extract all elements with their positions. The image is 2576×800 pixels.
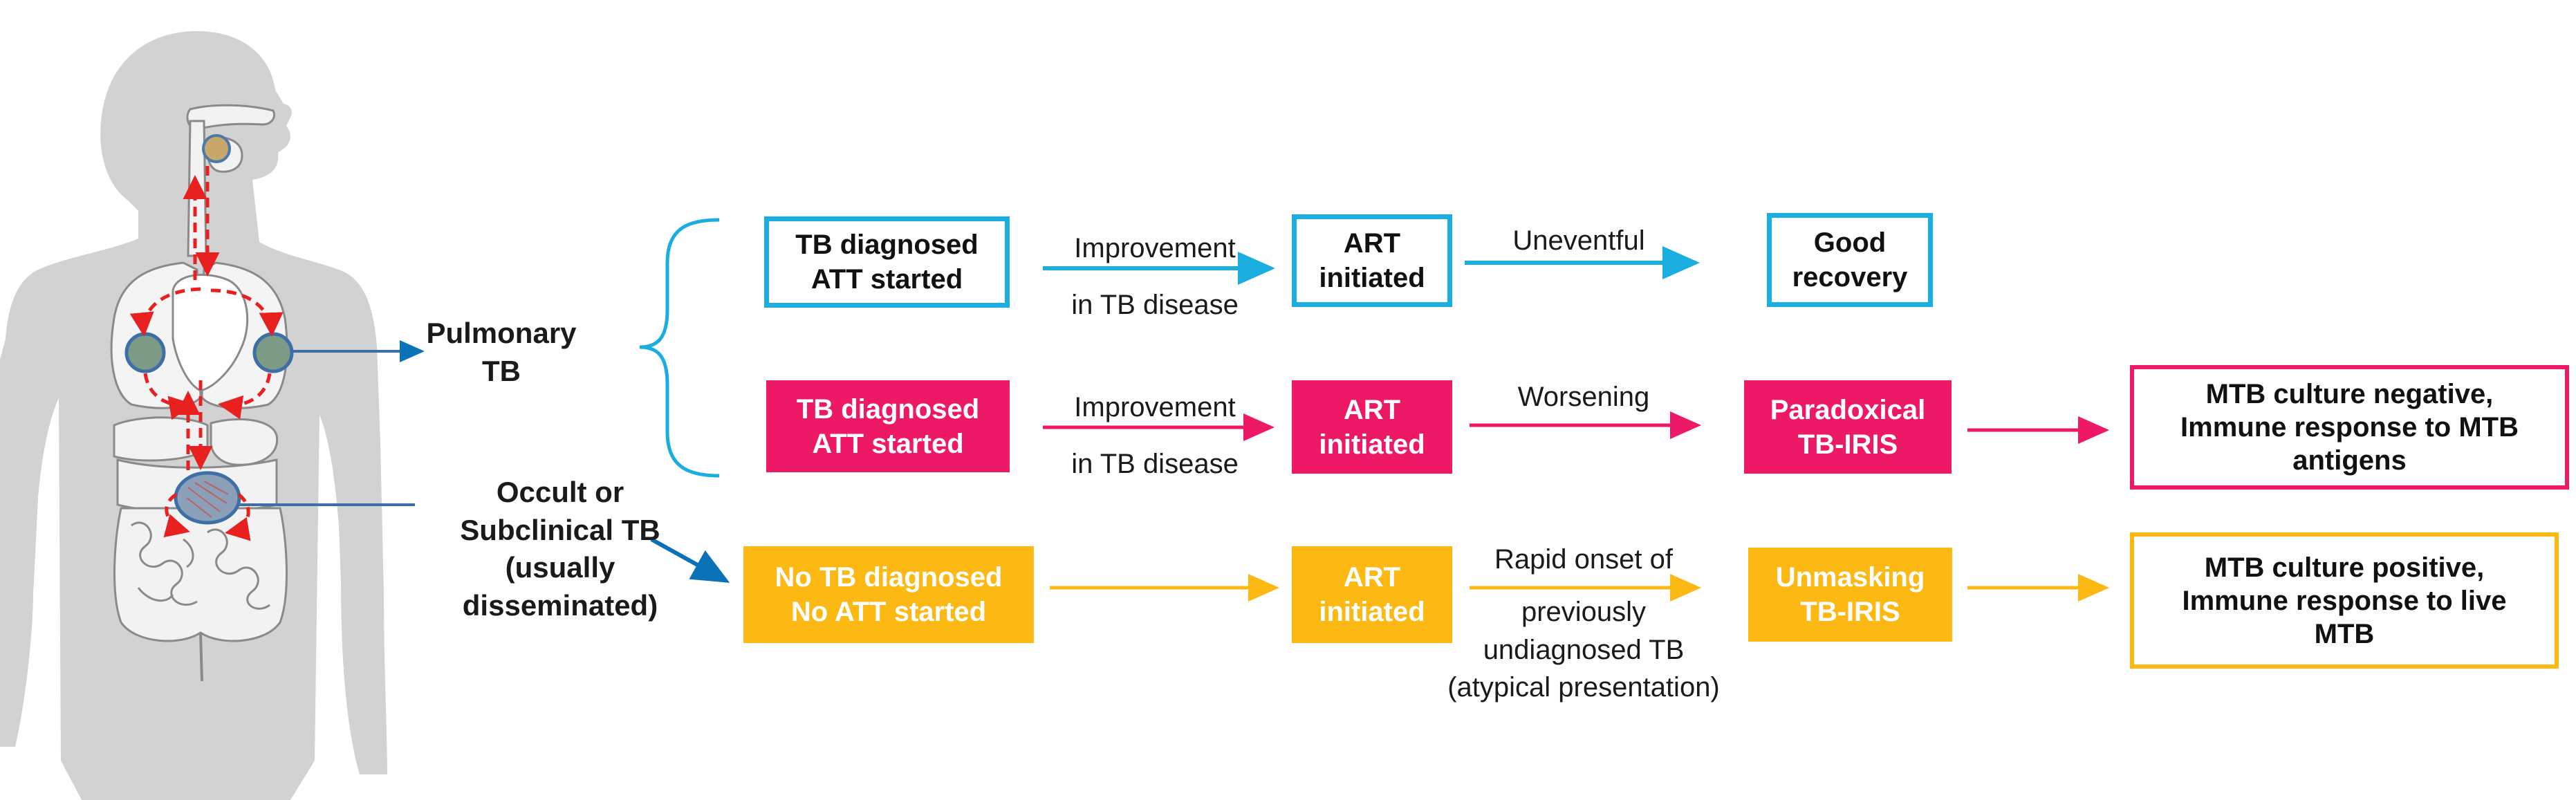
pulmonary-line-1: Pulmonary [426,317,577,349]
pink-outcome-line-1: MTB culture negative, [2205,379,2494,409]
pink-arrow-1-line-1: Improvement [1074,392,1236,422]
blue-start-line-2: ATT started [810,264,963,295]
dissemination-arc-left [129,287,201,337]
pulmonary-tb-label: Pulmonary TB [415,315,588,390]
blue-arrow-1-label: Improvement in TB disease [1037,220,1272,333]
blue-art-line-2: initiated [1319,263,1425,293]
blue-arrow-2-line-1: Uneventful [1512,225,1645,256]
yellow-outcome-box: MTB culture positive, Immune response to… [2130,532,2559,669]
blue-arrow-1-line-1: Improvement [1074,233,1236,263]
abdominal-lesion [174,471,241,525]
yellow-art-line-1: ART [1343,562,1401,593]
pink-art-box: ART initiated [1292,380,1452,474]
occult-to-yellow-arrow [650,537,730,583]
occult-line-3: (usually disseminated) [462,551,658,622]
yellow-iris-line-1: Unmasking [1775,562,1925,593]
pink-arrow-2-label: Worsening [1466,379,1701,415]
yellow-start-box: No TB diagnosed No ATT started [743,546,1034,643]
yellow-arrow-2-line-2: previously [1521,597,1647,628]
pink-iris-box: Paradoxical TB-IRIS [1744,380,1952,474]
human-body-anatomy-icon [0,31,387,800]
yellow-start-line-1: No TB diagnosed [775,562,1003,593]
blue-arrow-2-label: Uneventful [1465,223,1693,259]
trachea [187,120,207,257]
yellow-arrow-2-line-1: Rapid onset of [1494,544,1673,575]
yellow-outcome-line-3: MTB [2314,618,2375,649]
occult-line-1: Occult or [496,476,624,508]
pink-arrow-2-line-1: Worsening [1517,382,1650,412]
occult-tb-label: Occult or Subclinical TB (usually dissem… [415,474,705,624]
dissemination-arrows [129,166,284,541]
pink-start-box: TB diagnosed ATT started [766,380,1010,472]
yellow-arrow-2-line-3: undiagnosed TB [1483,634,1685,665]
blue-art-line-1: ART [1343,228,1401,259]
dissemination-arc-right-low [218,373,272,420]
yellow-iris-line-2: TB-IRIS [1800,597,1900,627]
yellow-art-box: ART initiated [1292,546,1452,643]
yellow-outcome-line-1: MTB culture positive, [2204,552,2485,583]
blue-start-line-1: TB diagnosed [795,230,979,260]
blue-end-line-1: Good [1813,227,1887,258]
pink-iris-line-1: Paradoxical [1770,394,1926,425]
pink-arrow-1-label: Improvement in TB disease [1037,379,1272,492]
yellow-arrow-2-label: Rapid onset of previously undiagnosed TB… [1411,541,1757,707]
occult-line-2: Subclinical TB [460,513,660,546]
pulmonary-line-2: TB [482,354,521,387]
yellow-iris-box: Unmasking TB-IRIS [1748,548,1952,642]
pink-arrow-1-line-2: in TB disease [1071,449,1239,479]
pink-iris-line-2: TB-IRIS [1797,429,1898,460]
lung-lesion-right [252,332,294,373]
liver [113,416,209,462]
yellow-art-line-2: initiated [1319,597,1425,627]
pink-outcome-line-2: Immune response to MTB [2180,412,2519,443]
blue-art-box: ART initiated [1292,214,1452,307]
abdominal-lesion-texture [186,481,229,518]
blue-end-box: Good recovery [1767,213,1933,307]
pink-outcome-box: MTB culture negative, Immune response to… [2130,365,2569,490]
pink-start-line-2: ATT started [812,428,964,459]
stomach [210,418,279,466]
pink-start-line-1: TB diagnosed [796,393,980,425]
blue-end-line-2: recovery [1792,262,1908,292]
blue-arrow-1-line-2: in TB disease [1071,290,1239,320]
dissemination-arc-gut-right [225,493,251,541]
rectum [199,632,203,682]
pink-outcome-line-3: antigens [2292,445,2407,476]
pink-art-line-2: initiated [1319,429,1425,460]
body-silhouette [0,31,387,800]
intestines [113,507,288,642]
branch-brace [639,218,720,478]
yellow-outcome-line-2: Immune response to live [2182,585,2507,616]
dissemination-arc-gut-left [163,492,190,538]
lung-lesion-left [124,332,166,373]
yellow-start-line-2: No ATT started [790,597,987,627]
blue-start-box: TB diagnosed ATT started [764,216,1010,308]
dissemination-arc-right [210,288,284,337]
intestine-loops [131,521,270,610]
yellow-arrow-2-line-4: (atypical presentation) [1447,672,1720,703]
pink-art-line-1: ART [1343,394,1401,425]
infected-lymph-node [202,134,231,163]
